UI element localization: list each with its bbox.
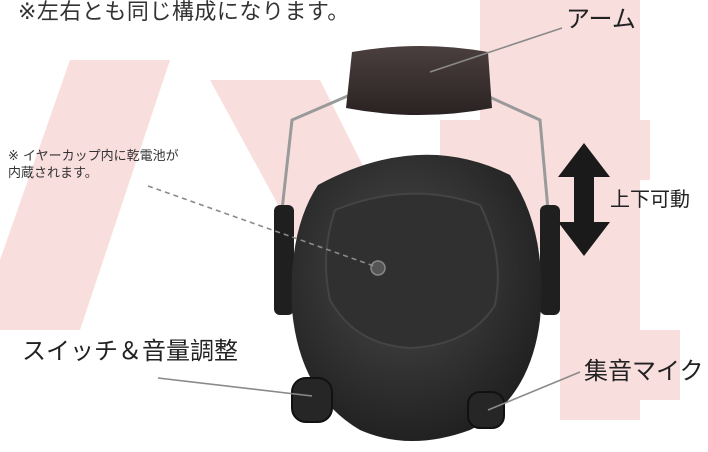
left-slider [274, 205, 294, 315]
volume-knob [291, 377, 333, 423]
arm-leader-line [429, 27, 563, 73]
headband-wire [280, 93, 550, 211]
mic-leader-line [487, 371, 581, 411]
battery-leader-line [147, 185, 375, 267]
microphone-label: 集音マイク [584, 357, 704, 385]
ear-cup-plate [325, 192, 499, 350]
arm-label: アーム [566, 5, 636, 33]
right-slider [540, 205, 560, 315]
battery-note: ※ イヤーカップ内に乾電池が 内蔵されます。 [8, 148, 179, 182]
layout-note: ※左右とも同じ構成になります。 [18, 0, 350, 25]
microphone-part [467, 391, 505, 429]
battery-note-line1: ※ イヤーカップ内に乾電池が [8, 149, 179, 164]
battery-note-line2: 内蔵されます。 [8, 166, 98, 181]
headband-pad [346, 46, 492, 115]
up-down-arrow-icon [558, 143, 610, 256]
switch-volume-label: スイッチ＆音量調整 [22, 337, 238, 365]
switch-leader-line [157, 377, 313, 397]
battery-marker-dot [370, 260, 386, 276]
up-down-label: 上下可動 [610, 187, 690, 211]
